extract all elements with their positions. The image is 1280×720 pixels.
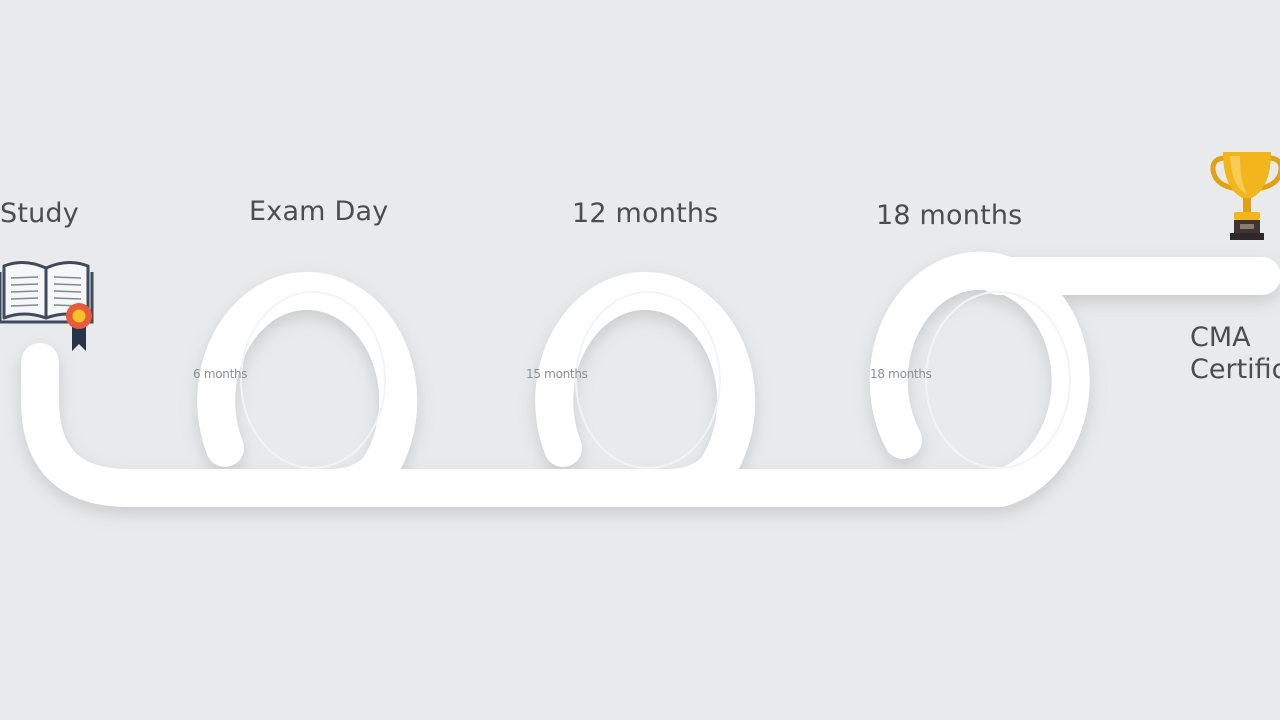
loop-3-label: 18 months [870,367,932,381]
milestone-12-months-title: 12 months [572,198,719,229]
book-with-ribbon-icon [0,261,94,351]
track-loop-2 [535,271,756,507]
track-loop-1 [197,271,418,507]
milestone-18-months-title: 18 months [876,200,1023,231]
milestone-exam-day-title: Exam Day [249,196,389,227]
milestone-study-title: Study [0,198,79,229]
goal-label-line-2: Certific [1190,354,1280,385]
goal-label-line-1: CMA [1190,322,1251,353]
track-start-curve [21,343,1019,507]
goal-label: CMA Certific [1190,322,1280,386]
trophy-icon [1210,152,1280,240]
loop-1-label: 6 months [193,367,248,381]
loop-2-label: 15 months [526,367,588,381]
